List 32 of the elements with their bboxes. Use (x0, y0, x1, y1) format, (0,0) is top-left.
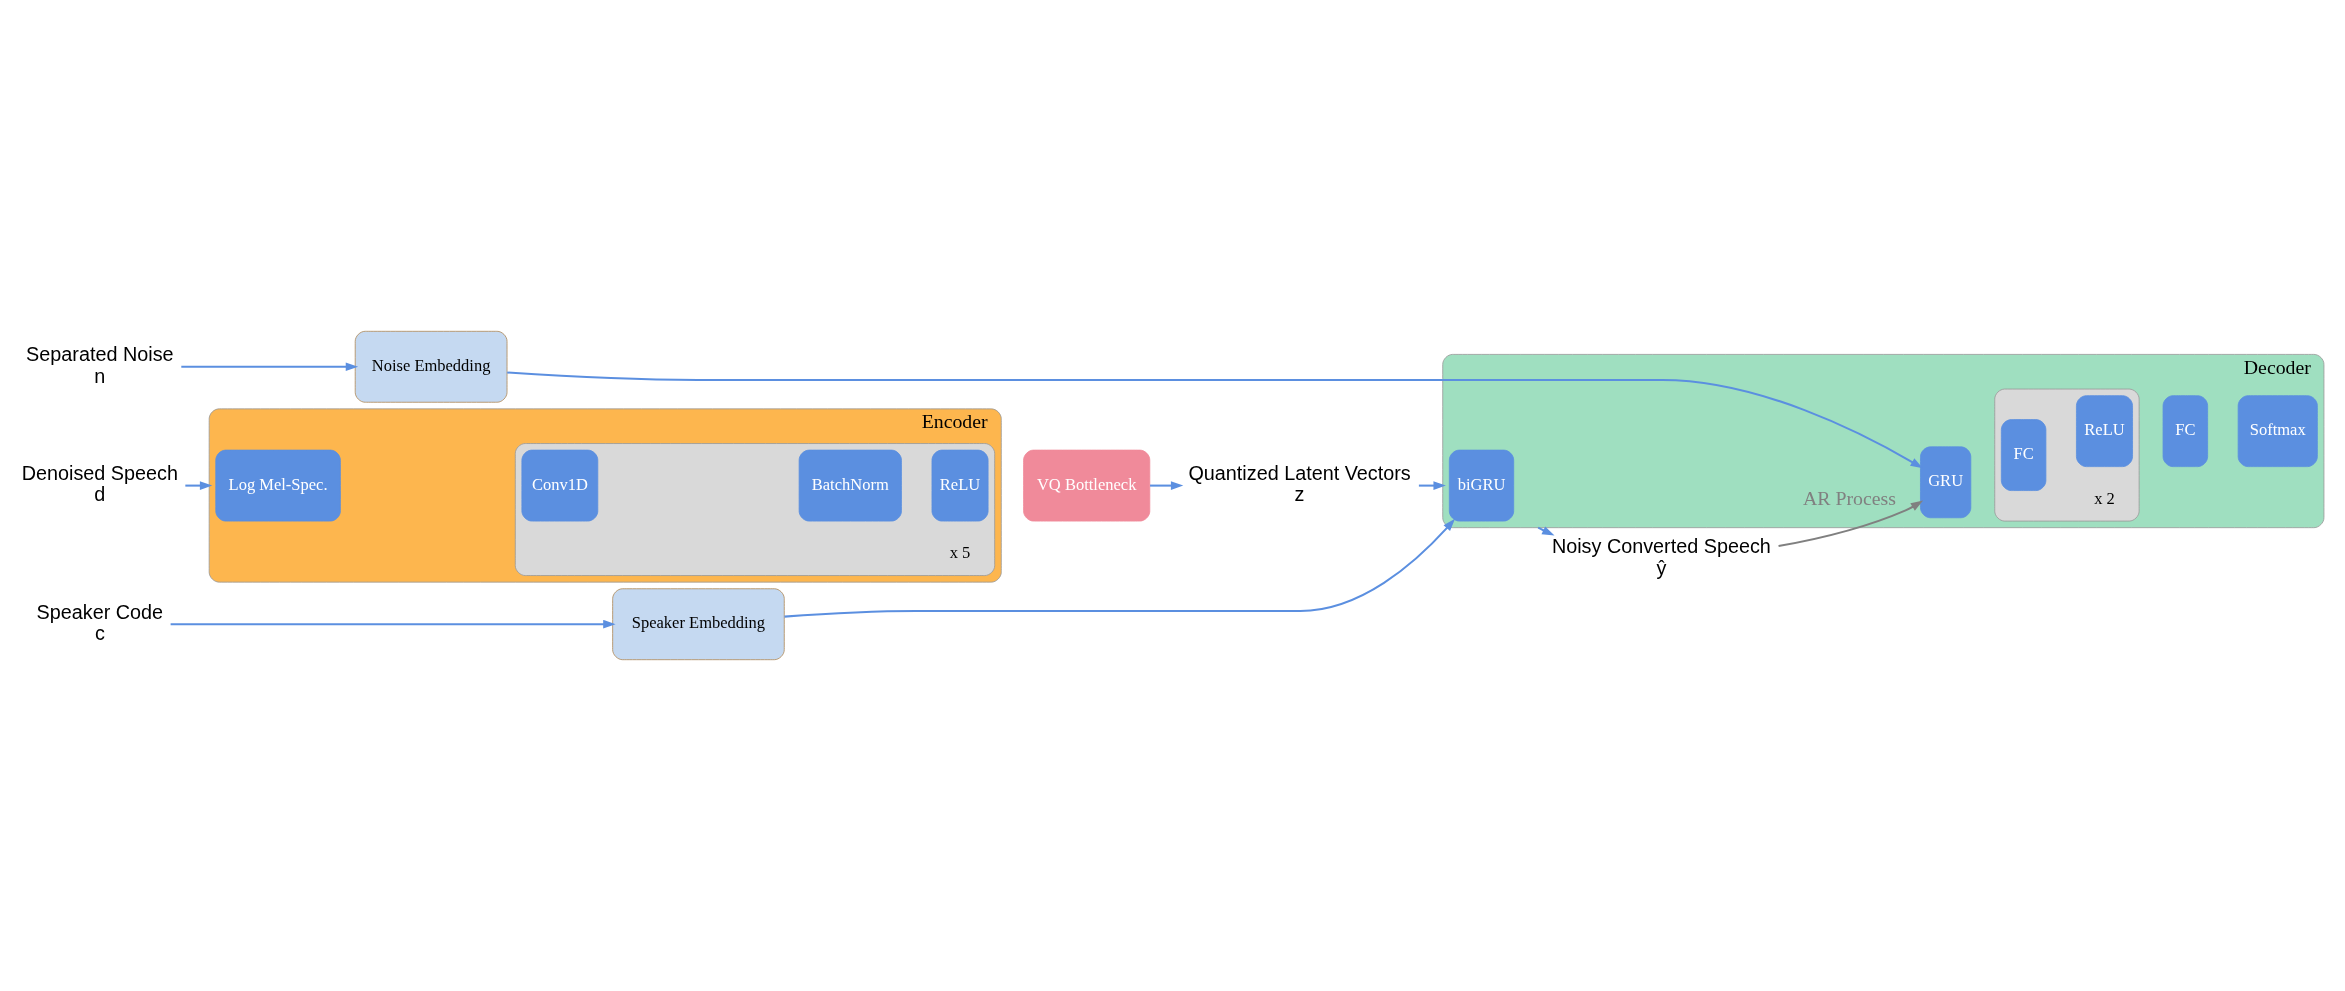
node-box: biGRU (1448, 449, 1515, 522)
cluster (514, 443, 996, 576)
arrow (181, 362, 359, 372)
node-box: FC (2162, 395, 2209, 468)
node-box: BatchNorm (798, 449, 902, 522)
node-box: Speaker Embedding (612, 588, 785, 661)
node-box: FC (2000, 419, 2047, 491)
cluster (1994, 388, 2140, 522)
arrow (1537, 526, 1555, 536)
arrow (507, 371, 1923, 469)
arrow (170, 619, 616, 629)
node-text: Noisy Converted Speech ŷ (1551, 535, 1771, 579)
node-box: VQ Bottleneck (1023, 449, 1151, 522)
arrow (1418, 481, 1446, 490)
node-box: ReLU (931, 449, 989, 522)
arrow (1150, 481, 1184, 490)
node-text: Quantized Latent Vectors z (1188, 461, 1411, 506)
node-box: Noise Embedding (354, 330, 508, 403)
node-box: ReLU (2076, 395, 2133, 468)
arrow (1778, 500, 1924, 548)
node-text: Denoised Speech d (21, 461, 178, 506)
node-text: Speaker Code c (36, 600, 164, 645)
edge-label: AR Process (1803, 486, 1896, 509)
node-box: Log Mel-Spec. (215, 449, 341, 522)
arrow (185, 481, 213, 490)
node-box: GRU (1920, 446, 1972, 519)
node-label: x 5 (949, 543, 971, 563)
node-label: x 2 (2094, 488, 2115, 508)
node-text: Separated Noise n (26, 343, 174, 387)
node-box: Conv1D (521, 449, 599, 522)
node-box: Softmax (2237, 395, 2318, 468)
arrow (784, 518, 1456, 618)
